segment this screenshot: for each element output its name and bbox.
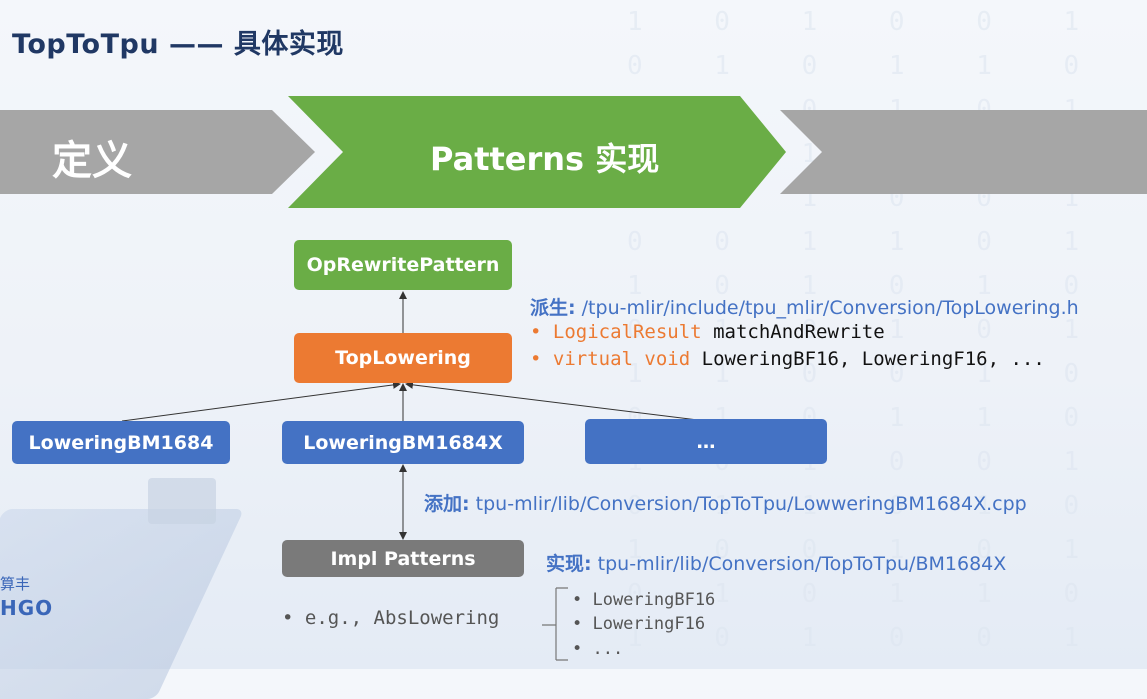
flow-diagram (0, 96, 1147, 661)
example-list-item: • LoweringF16 (572, 614, 706, 634)
banner-center-chevron (288, 96, 786, 208)
ellipsis-box: … (585, 419, 827, 464)
server-icon (148, 478, 216, 524)
banner-left-chevron (0, 110, 315, 194)
item1-type: LogicalResult (552, 321, 702, 343)
derive-item-2: • virtual void LoweringBF16, LoweringF16… (530, 348, 1045, 370)
derive-path: /tpu-mlir/include/tpu_mlir/Conversion/To… (581, 297, 1079, 319)
example-list-item: • ... (572, 639, 624, 659)
example-list-item: • LoweringBF16 (572, 590, 716, 610)
lowering-bm1684-box: LoweringBM1684 (12, 421, 230, 464)
op-rewrite-pattern-box: OpRewritePattern (294, 240, 512, 290)
logo-mark: HGO (0, 596, 54, 620)
example-brace (542, 587, 568, 661)
slide-title: TopToTpu —— 具体实现 (12, 29, 344, 60)
derive-annotation: 派生: /tpu-mlir/include/tpu_mlir/Conversio… (530, 293, 1079, 320)
add-key: 添加: (424, 493, 470, 515)
logo-mark-top: 算丰 (0, 575, 31, 593)
banner-right-chevron (780, 110, 1147, 194)
banner-label-patterns: Patterns 实现 (430, 140, 660, 178)
banner-label-definition: 定义 (52, 138, 132, 184)
impl-annotation: 实现: tpu-mlir/lib/Conversion/TopToTpu/BM1… (546, 549, 1006, 576)
top-lowering-box: TopLowering (294, 333, 512, 383)
item1-name: matchAndRewrite (713, 321, 885, 343)
impl-path: tpu-mlir/lib/Conversion/TopToTpu/BM1684X (597, 553, 1007, 575)
arrow-ellipsis-to-toplowering (405, 380, 707, 422)
derive-item-1: • LogicalResult matchAndRewrite (530, 321, 885, 343)
impl-patterns-box: Impl Patterns (282, 540, 524, 577)
example-abs-lowering: • e.g., AbsLowering (282, 607, 500, 629)
add-path: tpu-mlir/lib/Conversion/TopToTpu/Lowweri… (475, 493, 1027, 515)
lowering-bm1684x-box: LoweringBM1684X (282, 421, 524, 464)
impl-key: 实现: (546, 553, 592, 575)
bullet: • (530, 321, 542, 343)
add-annotation: 添加: tpu-mlir/lib/Conversion/TopToTpu/Low… (424, 489, 1027, 516)
item2-names: LoweringBF16, LoweringF16, ... (701, 348, 1045, 370)
bullet: • (530, 348, 542, 370)
item2-type: virtual void (552, 348, 691, 370)
arrow-bm1684-to-toplowering (121, 380, 401, 422)
derive-key: 派生: (530, 297, 576, 319)
